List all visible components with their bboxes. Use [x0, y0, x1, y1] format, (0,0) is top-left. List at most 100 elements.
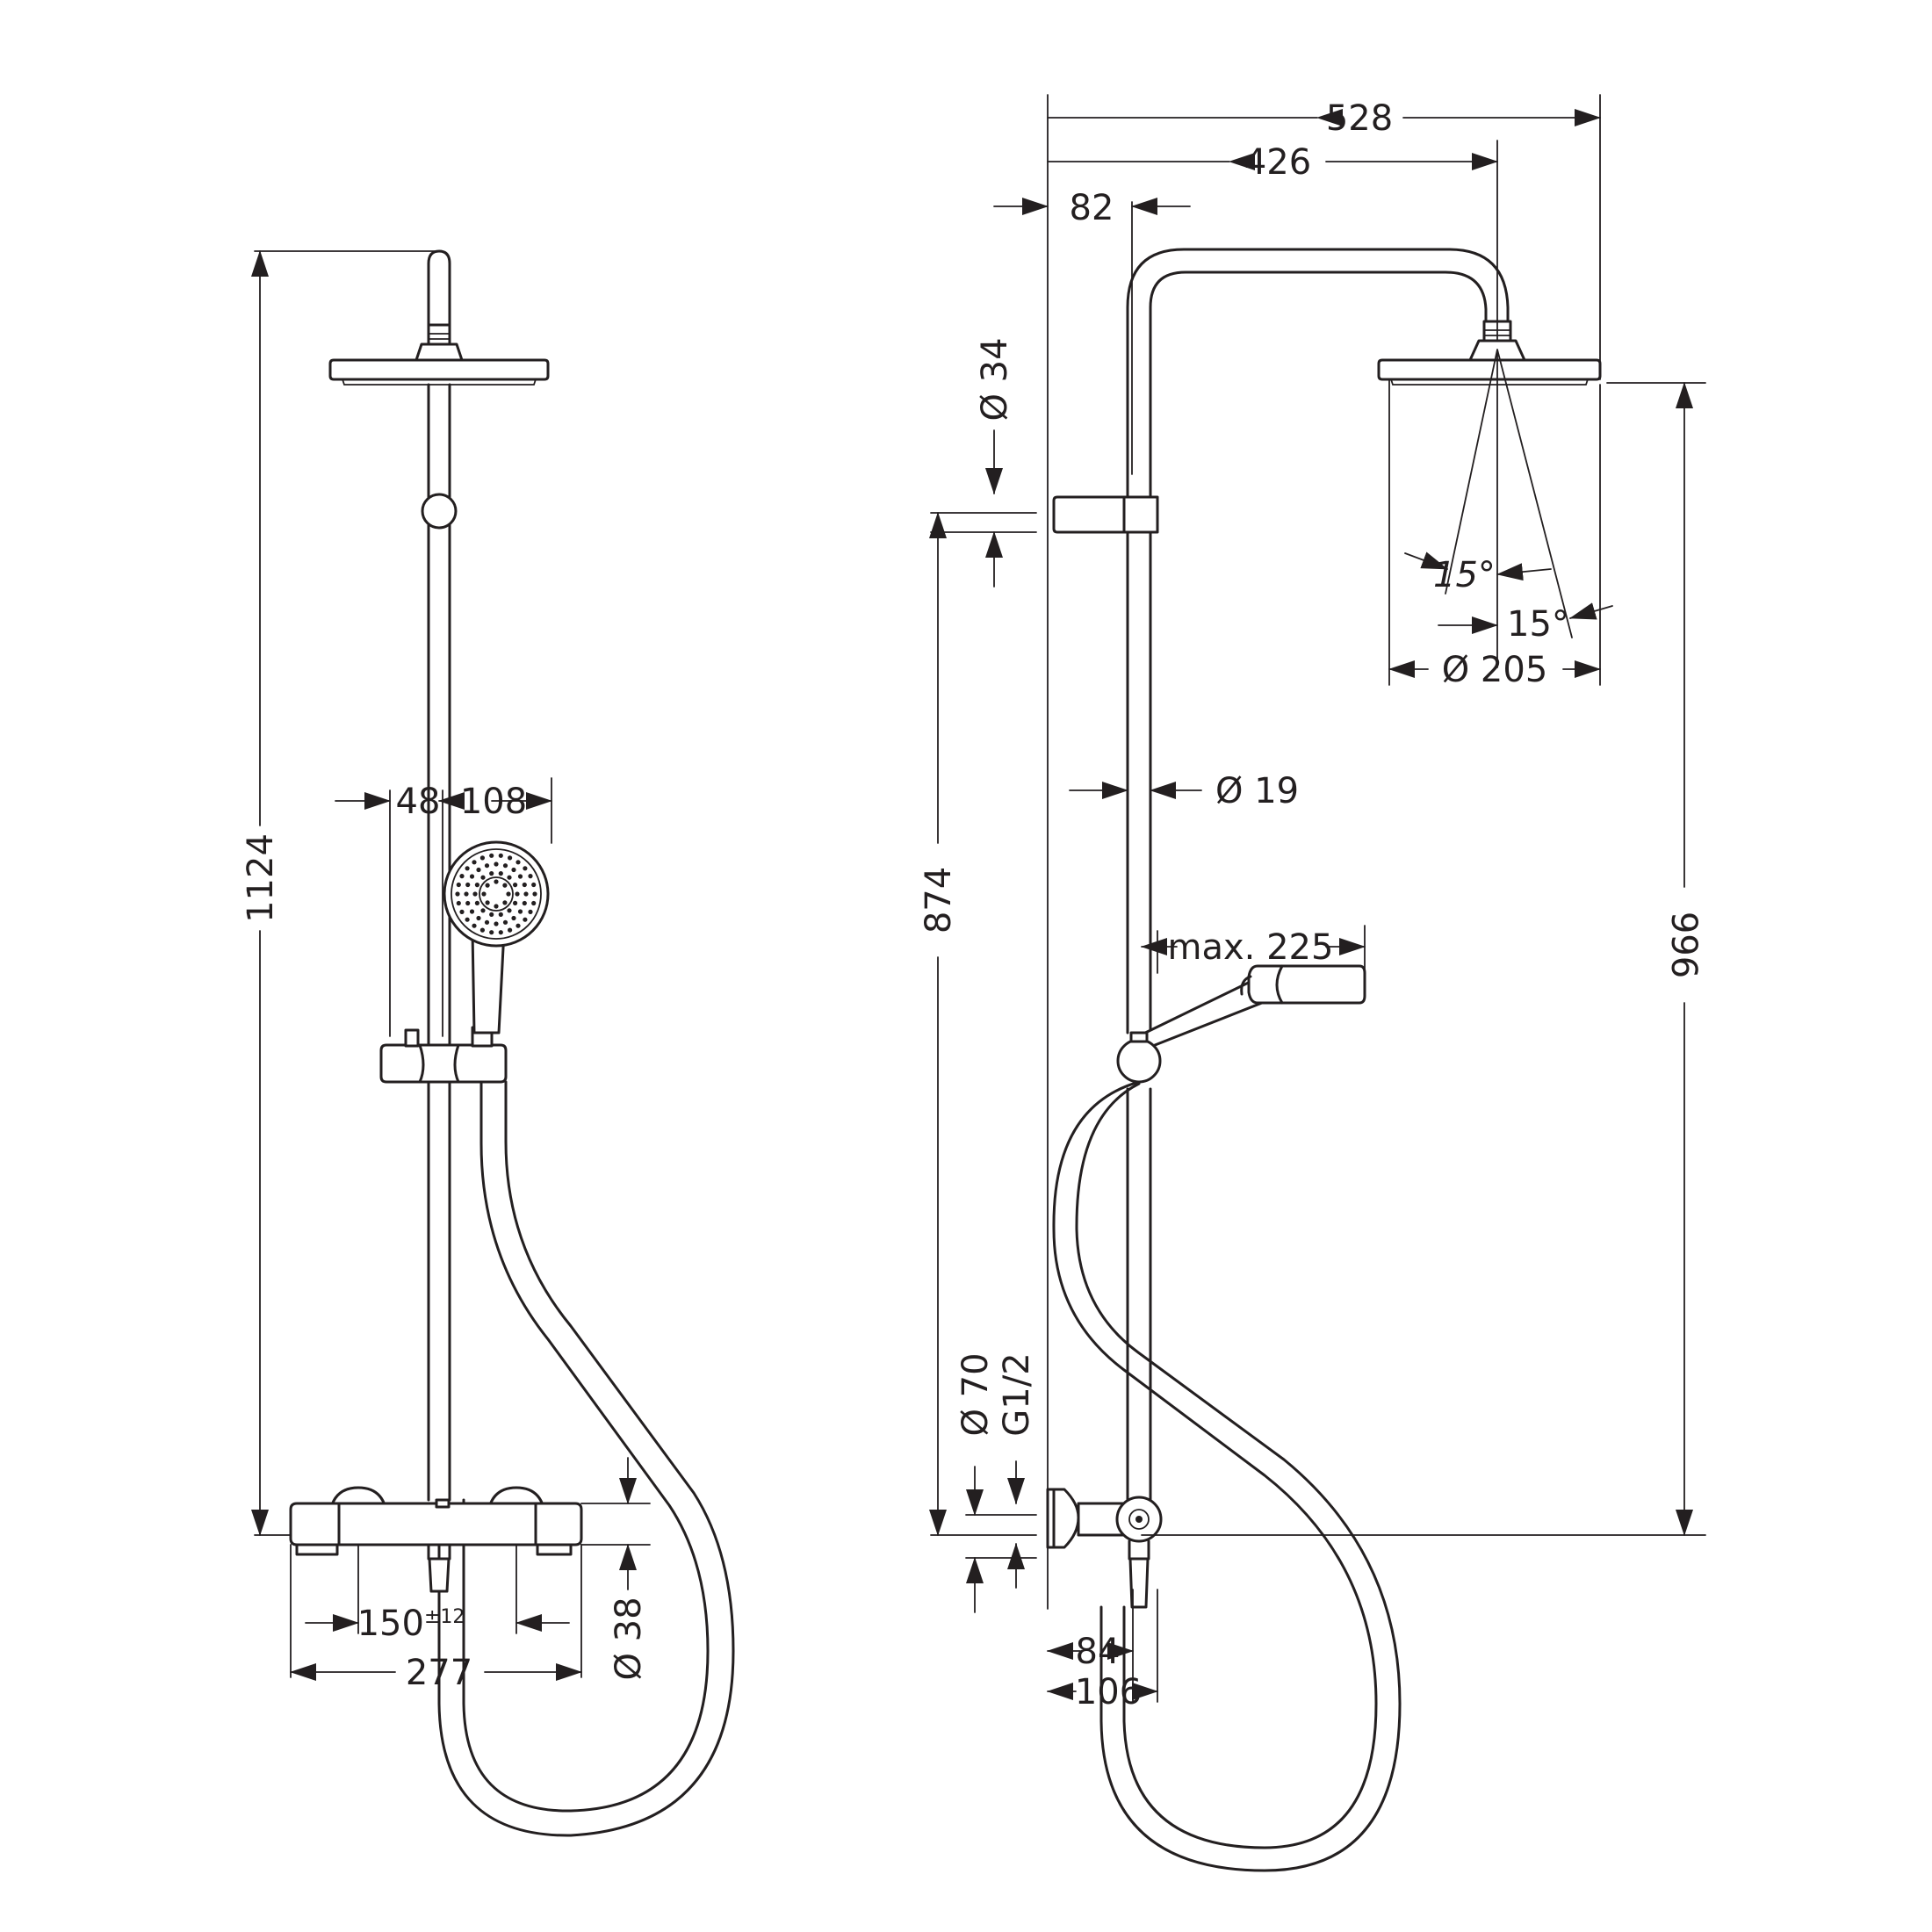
dim-mixer-diameter: Ø 38: [609, 1597, 649, 1680]
nozzle-dot: [484, 919, 490, 925]
nozzle-dot: [502, 900, 508, 905]
front-top-pipe: [427, 249, 451, 328]
nozzle-dot: [480, 875, 486, 880]
dim-head-diameter: Ø 205: [1442, 650, 1548, 690]
nozzle-dot: [502, 919, 508, 925]
dimension-labels: 528 426 82 Ø 34 15° 15° Ø 205 Ø 19 max. …: [241, 98, 1704, 1712]
nozzle-dot: [479, 855, 486, 861]
front-riser-rail: [427, 383, 451, 1502]
dim-center-distance: 150±12: [357, 1604, 465, 1644]
nozzle-dot: [513, 900, 518, 905]
front-thermostat-mixer: [289, 1486, 583, 1593]
nozzle-dot: [465, 917, 470, 922]
side-view: [1046, 248, 1602, 1872]
front-hose-outer: [437, 1080, 735, 1837]
dim-connection-diameter: Ø 70: [955, 1352, 996, 1436]
nozzle-dot: [465, 866, 470, 871]
nozzle-dot: [481, 891, 487, 897]
nozzle-dot: [502, 883, 508, 888]
nozzle-dot: [489, 930, 494, 935]
nozzle-dot: [479, 927, 486, 933]
front-head-connector: [427, 323, 451, 346]
side-slider-knob: [1116, 1038, 1162, 1084]
dim-total-height: 1124: [241, 833, 281, 923]
dim-height-head: 996: [1663, 912, 1704, 978]
side-hose-outer: [1052, 1080, 1378, 1849]
side-hand-shower-head: [1247, 964, 1366, 1005]
nozzle-dot: [511, 915, 516, 921]
side-hand-shower-handle: [1136, 973, 1268, 1052]
nozzle-dot: [506, 891, 511, 897]
dim-mixer-width: 277: [406, 1653, 472, 1693]
nozzle-dot: [476, 867, 481, 873]
nozzle-dot: [484, 863, 490, 869]
nozzle-dot: [472, 923, 477, 928]
dimension-lines: [251, 94, 1706, 1703]
nozzle-dot: [469, 874, 475, 879]
nozzle-dot: [465, 882, 471, 888]
front-overhead-shower: [328, 358, 550, 381]
dim-arm-length: 426: [1244, 142, 1311, 183]
side-hose-inner: [1075, 1082, 1402, 1872]
nozzle-dot: [515, 891, 520, 897]
nozzle-dot: [494, 921, 499, 926]
nozzle-dot: [489, 853, 494, 858]
nozzle-dot: [498, 871, 503, 876]
nozzle-dot: [494, 904, 499, 909]
nozzle-dot: [513, 883, 518, 888]
dim-mixer-depth-106: 106: [1075, 1672, 1142, 1712]
side-mixer: [1046, 1488, 1163, 1609]
nozzle-dot: [472, 891, 478, 897]
dim-handshower-offset: 48: [396, 782, 441, 822]
nozzle-dot: [528, 909, 533, 914]
nozzle-dot: [507, 908, 512, 913]
spray-angle-lines: [1445, 349, 1573, 668]
dim-tilt-right: 15°: [1507, 604, 1569, 645]
nozzle-dot: [508, 855, 513, 861]
dim-mixer-depth-84: 84: [1076, 1632, 1121, 1672]
nozzle-dot: [489, 912, 494, 917]
dim-handshower-reach: max. 225: [1168, 927, 1334, 968]
nozzle-dot: [508, 927, 513, 933]
nozzle-dot: [472, 860, 477, 865]
nozzle-dot: [455, 891, 460, 897]
dim-connection-thread: G1/2: [997, 1352, 1037, 1436]
front-hose-inner: [462, 1080, 710, 1813]
nozzle-dot: [464, 891, 469, 897]
front-view: [289, 249, 735, 1837]
nozzle-dot: [511, 867, 516, 873]
nozzle-dot: [523, 917, 528, 922]
nozzle-dot: [485, 883, 490, 888]
nozzle-dot: [494, 879, 499, 884]
dim-height-bracket: 874: [919, 867, 959, 934]
nozzle-dot: [522, 882, 527, 888]
nozzle-dot: [523, 891, 529, 897]
nozzle-dot: [528, 874, 533, 879]
nozzle-dot: [498, 912, 503, 917]
nozzle-dot: [469, 909, 475, 914]
dim-wall-offset: 82: [1070, 188, 1114, 228]
nozzle-dot: [489, 871, 494, 876]
front-hand-shower: [443, 840, 550, 1034]
nozzle-dot: [485, 900, 490, 905]
nozzle-dot: [502, 863, 508, 869]
front-slider-holder: [379, 1043, 508, 1084]
nozzle-dot: [459, 874, 465, 879]
nozzle-dot: [456, 882, 461, 888]
nozzle-dot: [532, 891, 537, 897]
side-overhead-shower: [1377, 358, 1602, 381]
dim-overall-width: 528: [1326, 98, 1393, 139]
nozzle-dot: [507, 875, 512, 880]
front-rail-joint: [421, 493, 458, 530]
dim-tilt-left: 15°: [1433, 555, 1496, 595]
nozzle-dot: [515, 923, 521, 928]
nozzle-dot: [517, 874, 523, 879]
nozzle-dot: [459, 909, 465, 914]
nozzle-dot: [494, 861, 499, 867]
front-head-cone: [415, 342, 464, 362]
nozzle-dot: [522, 900, 527, 906]
nozzle-dot: [531, 882, 537, 888]
dim-rail-diameter: Ø 19: [1215, 771, 1299, 811]
nozzle-dot: [515, 860, 521, 865]
